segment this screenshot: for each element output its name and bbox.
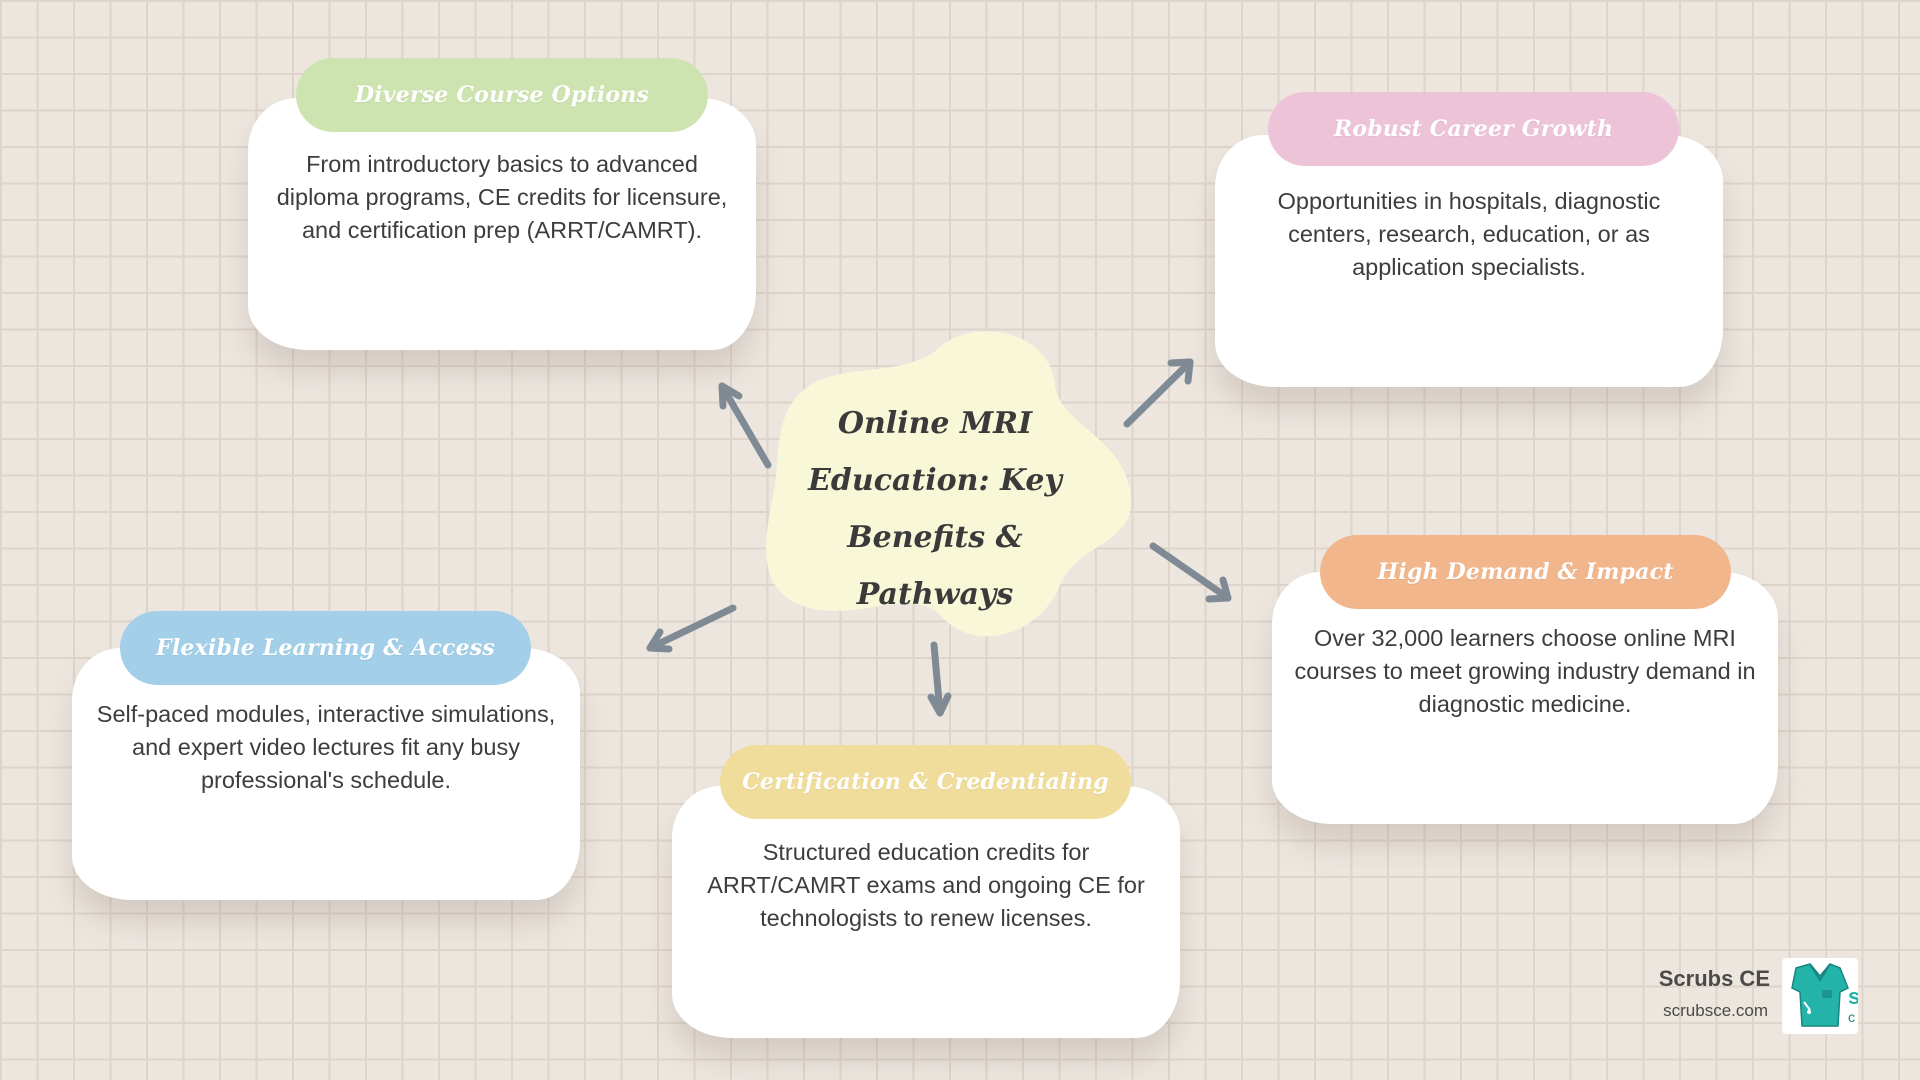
- scrubs-shirt-icon: s c: [1782, 958, 1858, 1034]
- arrow-to-diverse: [718, 382, 772, 469]
- card-robust-career-growth: Opportunities in hospitals, diagnostic c…: [1215, 135, 1723, 387]
- arrow-to-demand: [1149, 542, 1232, 603]
- card-text: Self-paced modules, interactive simulati…: [96, 701, 556, 793]
- brand-url: scrubsce.com: [1663, 1001, 1768, 1020]
- card-text: From introductory basics to advanced dip…: [276, 151, 728, 243]
- pill-high-demand-impact: High Demand & Impact: [1320, 535, 1731, 609]
- arrow-to-career: [1123, 358, 1194, 428]
- svg-text:s: s: [1848, 984, 1858, 1009]
- pill-robust-career-growth: Robust Career Growth: [1268, 92, 1679, 166]
- center-title: Online MRI Education: Key Benefits & Pat…: [808, 406, 1062, 612]
- card-certification-credentialing: Structured education credits for ARRT/CA…: [672, 786, 1180, 1038]
- brand-name: Scrubs CE: [1658, 966, 1770, 991]
- pill-diverse-course-options: Diverse Course Options: [296, 58, 708, 132]
- pill-flexible-learning-access: Flexible Learning & Access: [120, 611, 531, 685]
- card-high-demand-impact: Over 32,000 learners choose online MRI c…: [1272, 572, 1778, 824]
- svg-text:c: c: [1848, 1009, 1855, 1025]
- pill-certification-credentialing: Certification & Credentialing: [720, 745, 1131, 819]
- card-text: Over 32,000 learners choose online MRI c…: [1294, 625, 1756, 717]
- card-diverse-course-options: From introductory basics to advanced dip…: [248, 98, 756, 350]
- arrow-to-certification: [927, 641, 952, 717]
- card-text: Opportunities in hospitals, diagnostic c…: [1277, 188, 1661, 280]
- card-text: Structured education credits for ARRT/CA…: [707, 839, 1145, 931]
- center-blob: [766, 331, 1132, 637]
- arrow-to-flexible: [646, 604, 737, 653]
- card-flexible-learning-access: Self-paced modules, interactive simulati…: [72, 648, 580, 900]
